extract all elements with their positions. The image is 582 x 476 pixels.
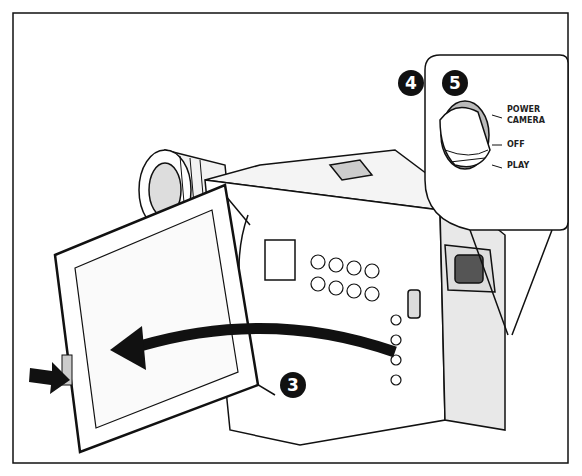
callout-number: 4 bbox=[398, 70, 424, 96]
callout-number: 3 bbox=[280, 372, 306, 398]
callout-number: 5 bbox=[442, 70, 468, 96]
push-arrow bbox=[29, 362, 70, 394]
switch-label: PLAY bbox=[506, 162, 530, 170]
lcd-panel bbox=[55, 185, 275, 452]
viewfinder bbox=[445, 245, 495, 292]
rotate-arrow bbox=[110, 326, 395, 370]
switch-label: CAMERA bbox=[506, 117, 546, 125]
switch-label: POWER bbox=[506, 106, 541, 114]
switch-inset bbox=[425, 55, 568, 335]
frame bbox=[13, 13, 568, 463]
switch-label: OFF bbox=[506, 141, 526, 149]
